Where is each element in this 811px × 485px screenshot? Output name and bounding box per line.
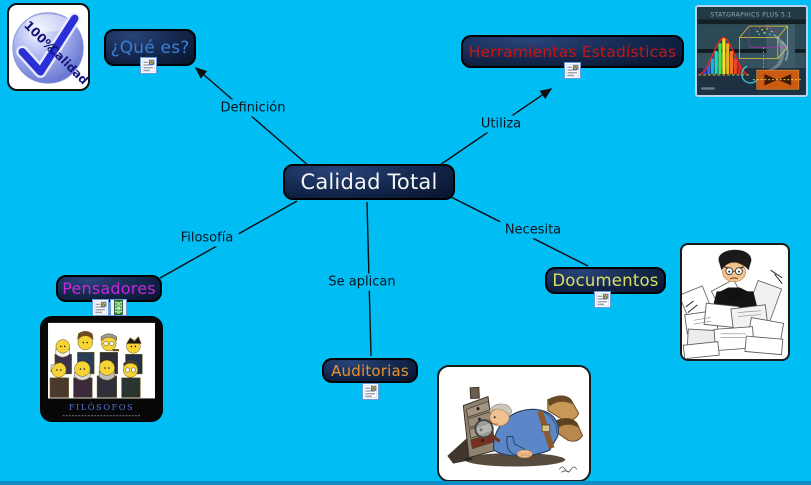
concept-label-calidad-total: Calidad Total [300, 170, 438, 194]
filosofos-caption-text: FILÓSOFOS [69, 401, 135, 412]
statgraphics-splash-image: STATGRAPHICS PLUS 5.1 [695, 5, 808, 97]
document-resource-icon[interactable] [140, 57, 157, 74]
linking-phrase-filosofia[interactable]: Filosofía [175, 229, 239, 247]
concept-label-documentos: Documentos [552, 271, 659, 290]
concept-calidad-total[interactable]: Calidad Total [283, 164, 455, 200]
linking-phrase-se-aplican[interactable]: Se aplican [323, 273, 401, 291]
bottom-edge-shadow [0, 481, 811, 485]
concept-documentos[interactable]: Documentos [545, 267, 666, 294]
linking-phrase-utiliza[interactable]: Utiliza [475, 115, 527, 133]
concept-label-pensadores: Pensadores [62, 279, 156, 298]
statgraphics-title-text: STATGRAPHICS PLUS 5.1 [710, 12, 791, 19]
filosofos-poster-image: FILÓSOFOS [40, 316, 163, 422]
document-resource-icon[interactable] [362, 383, 379, 400]
video-resource-icon[interactable] [110, 299, 127, 316]
concept-label-que-es: ¿Qué es? [110, 37, 190, 58]
concept-label-auditorias: Auditorias [331, 361, 409, 380]
concept-pensadores[interactable]: Pensadores [56, 275, 162, 302]
document-resource-icon[interactable] [564, 62, 581, 79]
document-resource-icon[interactable] [92, 299, 109, 316]
paperwork-man-cartoon-image [680, 243, 790, 361]
linking-phrase-definicion[interactable]: Definición [215, 99, 291, 117]
wire-calidad-quees [194, 67, 311, 168]
quality-100-logo-image: 100% Calidad [7, 3, 90, 91]
artist-signature-squiggle [559, 466, 578, 473]
auditor-inspection-cartoon-image [437, 365, 591, 482]
concept-label-herramientas-estadisticas: Herramientas Estadísticas [468, 42, 677, 61]
concept-auditorias[interactable]: Auditorias [322, 358, 418, 383]
linking-phrase-necesita[interactable]: Necesita [499, 221, 567, 239]
document-resource-icon[interactable] [594, 291, 611, 308]
